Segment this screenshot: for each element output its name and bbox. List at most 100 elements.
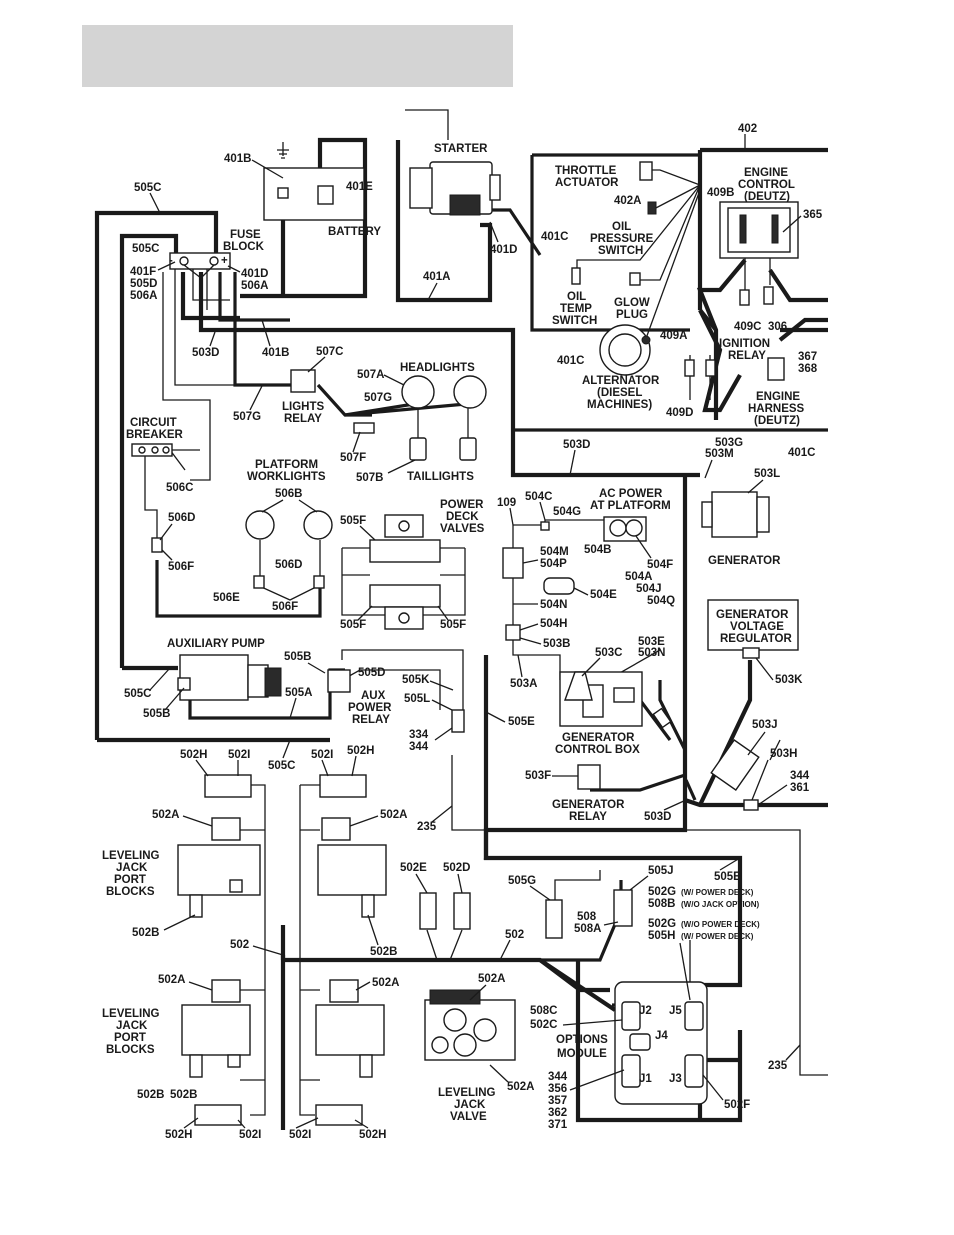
wire-label: 505A bbox=[285, 687, 313, 699]
wire-label: 502I bbox=[239, 1129, 261, 1141]
j4-label: J4 bbox=[655, 1030, 668, 1042]
wire-label: 508A bbox=[574, 923, 602, 935]
wire-label: 361 bbox=[790, 782, 810, 794]
alternator-icon bbox=[599, 324, 651, 376]
wire-label: 502I bbox=[228, 749, 250, 761]
lights-relay-icon bbox=[290, 369, 316, 393]
ac-power-label-2: AT PLATFORM bbox=[590, 500, 671, 512]
wire-label: 506B bbox=[275, 488, 303, 500]
leveling-jack-valve-label-1: LEVELING bbox=[438, 1087, 496, 1099]
auxiliary-pump-label: AUXILIARY PUMP bbox=[167, 638, 265, 650]
circuit-breaker-label-2: BREAKER bbox=[126, 429, 184, 441]
header-bar bbox=[82, 25, 513, 87]
wire-label: 506E bbox=[213, 592, 240, 604]
heavy-wires bbox=[94, 137, 828, 1130]
component-503j bbox=[710, 739, 760, 791]
wire-label: 409D bbox=[666, 407, 694, 419]
wire-label: 502I bbox=[311, 749, 333, 761]
worklight-left-icon bbox=[245, 510, 275, 540]
ljpb-lower-label-4: BLOCKS bbox=[106, 1044, 155, 1056]
wire-label: 502B bbox=[370, 946, 398, 958]
wire-label: 401D bbox=[241, 268, 269, 280]
battery-label: BATTERY bbox=[328, 226, 381, 238]
fuse-block-label-1: FUSE bbox=[230, 229, 261, 241]
wire-label: 504Q bbox=[647, 595, 675, 607]
wire-label: 503D bbox=[192, 347, 220, 359]
wire-label: 502A bbox=[380, 809, 408, 821]
gvr-label-1: GENERATOR bbox=[716, 609, 789, 621]
wire-label: 504B bbox=[584, 544, 612, 556]
fuse-block bbox=[169, 252, 231, 279]
wire-label: 503G bbox=[715, 437, 743, 449]
wire-label: 503B bbox=[543, 638, 571, 650]
wire-label: 503N bbox=[638, 647, 666, 659]
wire-label: 401E bbox=[346, 181, 373, 193]
wire-note: (W/ POWER DECK) bbox=[681, 932, 754, 941]
wire-label: 504A bbox=[625, 571, 653, 583]
wire-label: 502B bbox=[132, 927, 160, 939]
wire-label: 502F bbox=[724, 1099, 750, 1111]
wire-label: 365 bbox=[803, 209, 823, 221]
wire-label: 401D bbox=[490, 244, 518, 256]
engine-control-box bbox=[719, 201, 799, 259]
wire-label: 506F bbox=[272, 601, 298, 613]
wire-label: 503K bbox=[775, 674, 803, 686]
wire-label: 344 bbox=[409, 741, 429, 753]
wire-label: 505E bbox=[714, 871, 741, 883]
component-labels: STARTER THROTTLE ACTUATOR ENGINE CONTROL… bbox=[102, 143, 805, 1123]
power-deck-valves-label-2: DECK bbox=[446, 511, 479, 523]
wire-label: 334 bbox=[409, 729, 429, 741]
gvr-label-2: VOLTAGE bbox=[730, 621, 784, 633]
wire-label: 357 bbox=[548, 1095, 567, 1107]
worklight-right-connector bbox=[313, 575, 325, 589]
wire-label: 505F bbox=[440, 619, 466, 631]
worklight-left-connector bbox=[253, 575, 265, 589]
engine-harness-label-1: ENGINE bbox=[756, 391, 800, 403]
wire-label: 371 bbox=[548, 1119, 568, 1131]
regulator-connector bbox=[742, 647, 760, 659]
wire-label: 235 bbox=[417, 821, 437, 833]
wire-label: 507C bbox=[316, 346, 344, 358]
wire-label: 505G bbox=[508, 875, 536, 887]
taillight-left-icon bbox=[409, 437, 427, 461]
wire-label: 507G bbox=[233, 411, 261, 423]
ignition-relay-connector-icon bbox=[763, 286, 774, 305]
wire-label: 506F bbox=[168, 561, 194, 573]
ljpb-upper-label-2: JACK bbox=[116, 862, 148, 874]
wire-label: 504M bbox=[540, 546, 569, 558]
wire-label: 505B bbox=[143, 708, 171, 720]
options-module-box bbox=[614, 981, 708, 1105]
circuit-breaker-icon bbox=[131, 443, 173, 457]
wire-label: 504E bbox=[590, 589, 617, 601]
wire-label: 505J bbox=[648, 865, 674, 877]
wire-label: 362 bbox=[548, 1107, 567, 1119]
power-deck-valves-label-3: VALVES bbox=[440, 523, 485, 535]
connector-502d bbox=[453, 892, 471, 930]
wire-label: 505C bbox=[268, 760, 296, 772]
wire-label: 502A bbox=[372, 977, 400, 989]
connector-504c bbox=[540, 521, 550, 531]
wire-label: 502 bbox=[505, 929, 524, 941]
battery-terminal-left bbox=[277, 187, 289, 199]
oil-temp-switch-label-2: TEMP bbox=[560, 303, 592, 315]
leveling-jack-port-block-upper-right bbox=[317, 774, 387, 918]
connector-505g bbox=[545, 899, 563, 939]
connector-502e bbox=[419, 892, 437, 930]
oil-pressure-switch-label-2: PRESSURE bbox=[590, 233, 654, 245]
wire-label: 503M bbox=[705, 448, 734, 460]
wire-label: 504C bbox=[525, 491, 553, 503]
j2-label: J2 bbox=[639, 1005, 652, 1017]
aux-power-relay-label-1: AUX bbox=[361, 690, 386, 702]
wire-label: 505D bbox=[130, 278, 158, 290]
wire-label: 356 bbox=[548, 1083, 567, 1095]
wire-label: 503F bbox=[525, 770, 551, 782]
wire-label: 503H bbox=[770, 748, 798, 760]
wire-label: 367 bbox=[798, 351, 817, 363]
wire-label: 508 bbox=[577, 911, 597, 923]
wire-label: 502H bbox=[359, 1129, 387, 1141]
wire-label: 502G bbox=[648, 886, 676, 898]
wire-label: 306 bbox=[768, 321, 787, 333]
wire-label: 503D bbox=[644, 811, 672, 823]
connector-503h bbox=[743, 799, 759, 811]
leveling-jack-valve-label-2: JACK bbox=[454, 1099, 486, 1111]
